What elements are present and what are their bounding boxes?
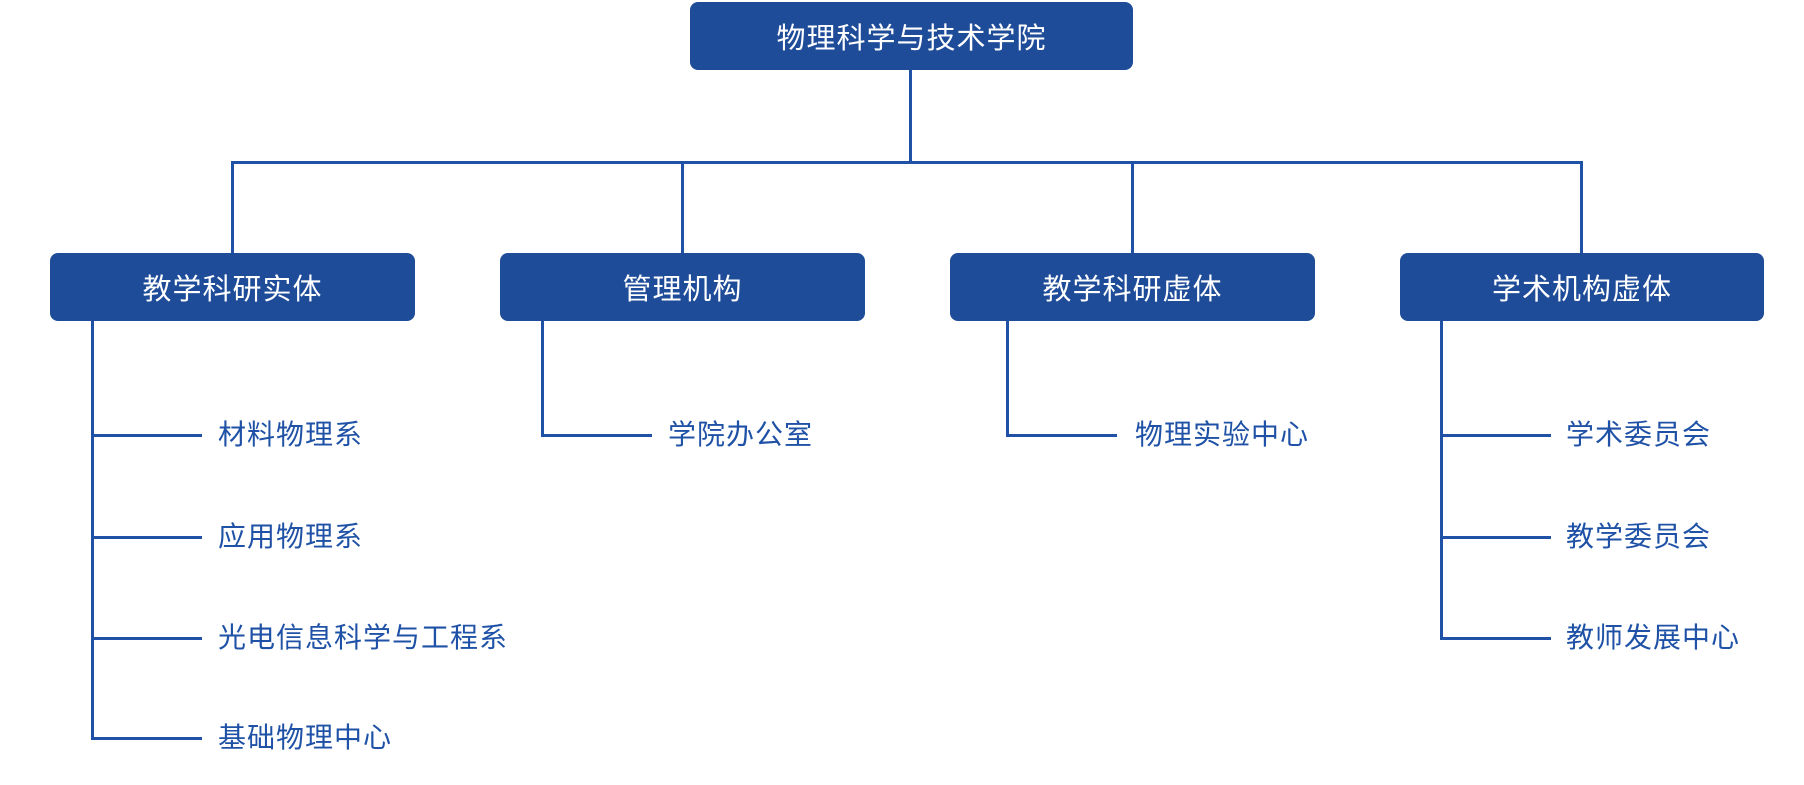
connector-group-2-spine [541,321,544,437]
connector-drop-group-3 [1131,161,1134,253]
connector-group-1-branch-1 [92,434,202,437]
connector-drop-group-4 [1580,161,1583,253]
connector-group-1-branch-2 [92,536,202,539]
connector-root-stem [909,70,912,163]
connector-group-4-branch-1 [1441,434,1551,437]
connector-group-2-branch-1 [542,434,652,437]
org-leaf-4-3: 教师发展中心 [1566,622,1741,653]
connector-group-3-branch-1 [1007,434,1117,437]
org-node-group-4: 学术机构虚体 [1400,253,1764,321]
org-leaf-1-4: 基础物理中心 [218,722,393,753]
org-leaf-1-2: 应用物理系 [218,521,364,552]
connector-group-1-branch-4 [92,737,202,740]
org-node-group-3: 教学科研虚体 [950,253,1315,321]
connector-level1-rail [231,161,1583,164]
connector-group-4-spine [1440,321,1443,640]
connector-group-4-branch-2 [1441,536,1551,539]
connector-drop-group-1 [231,161,234,253]
connector-group-1-branch-3 [92,637,202,640]
org-leaf-1-1: 材料物理系 [218,419,364,450]
org-leaf-4-2: 教学委员会 [1566,521,1712,552]
connector-group-3-spine [1006,321,1009,437]
connector-drop-group-2 [681,161,684,253]
connector-group-1-spine [91,321,94,740]
org-node-group-2: 管理机构 [500,253,865,321]
org-leaf-4-1: 学术委员会 [1566,419,1712,450]
org-node-root: 物理科学与技术学院 [690,2,1133,70]
org-leaf-1-3: 光电信息科学与工程系 [218,622,509,653]
connector-group-4-branch-3 [1441,637,1551,640]
org-leaf-3-1: 物理实验中心 [1135,419,1310,450]
org-leaf-2-1: 学院办公室 [668,419,814,450]
org-node-group-1: 教学科研实体 [50,253,415,321]
